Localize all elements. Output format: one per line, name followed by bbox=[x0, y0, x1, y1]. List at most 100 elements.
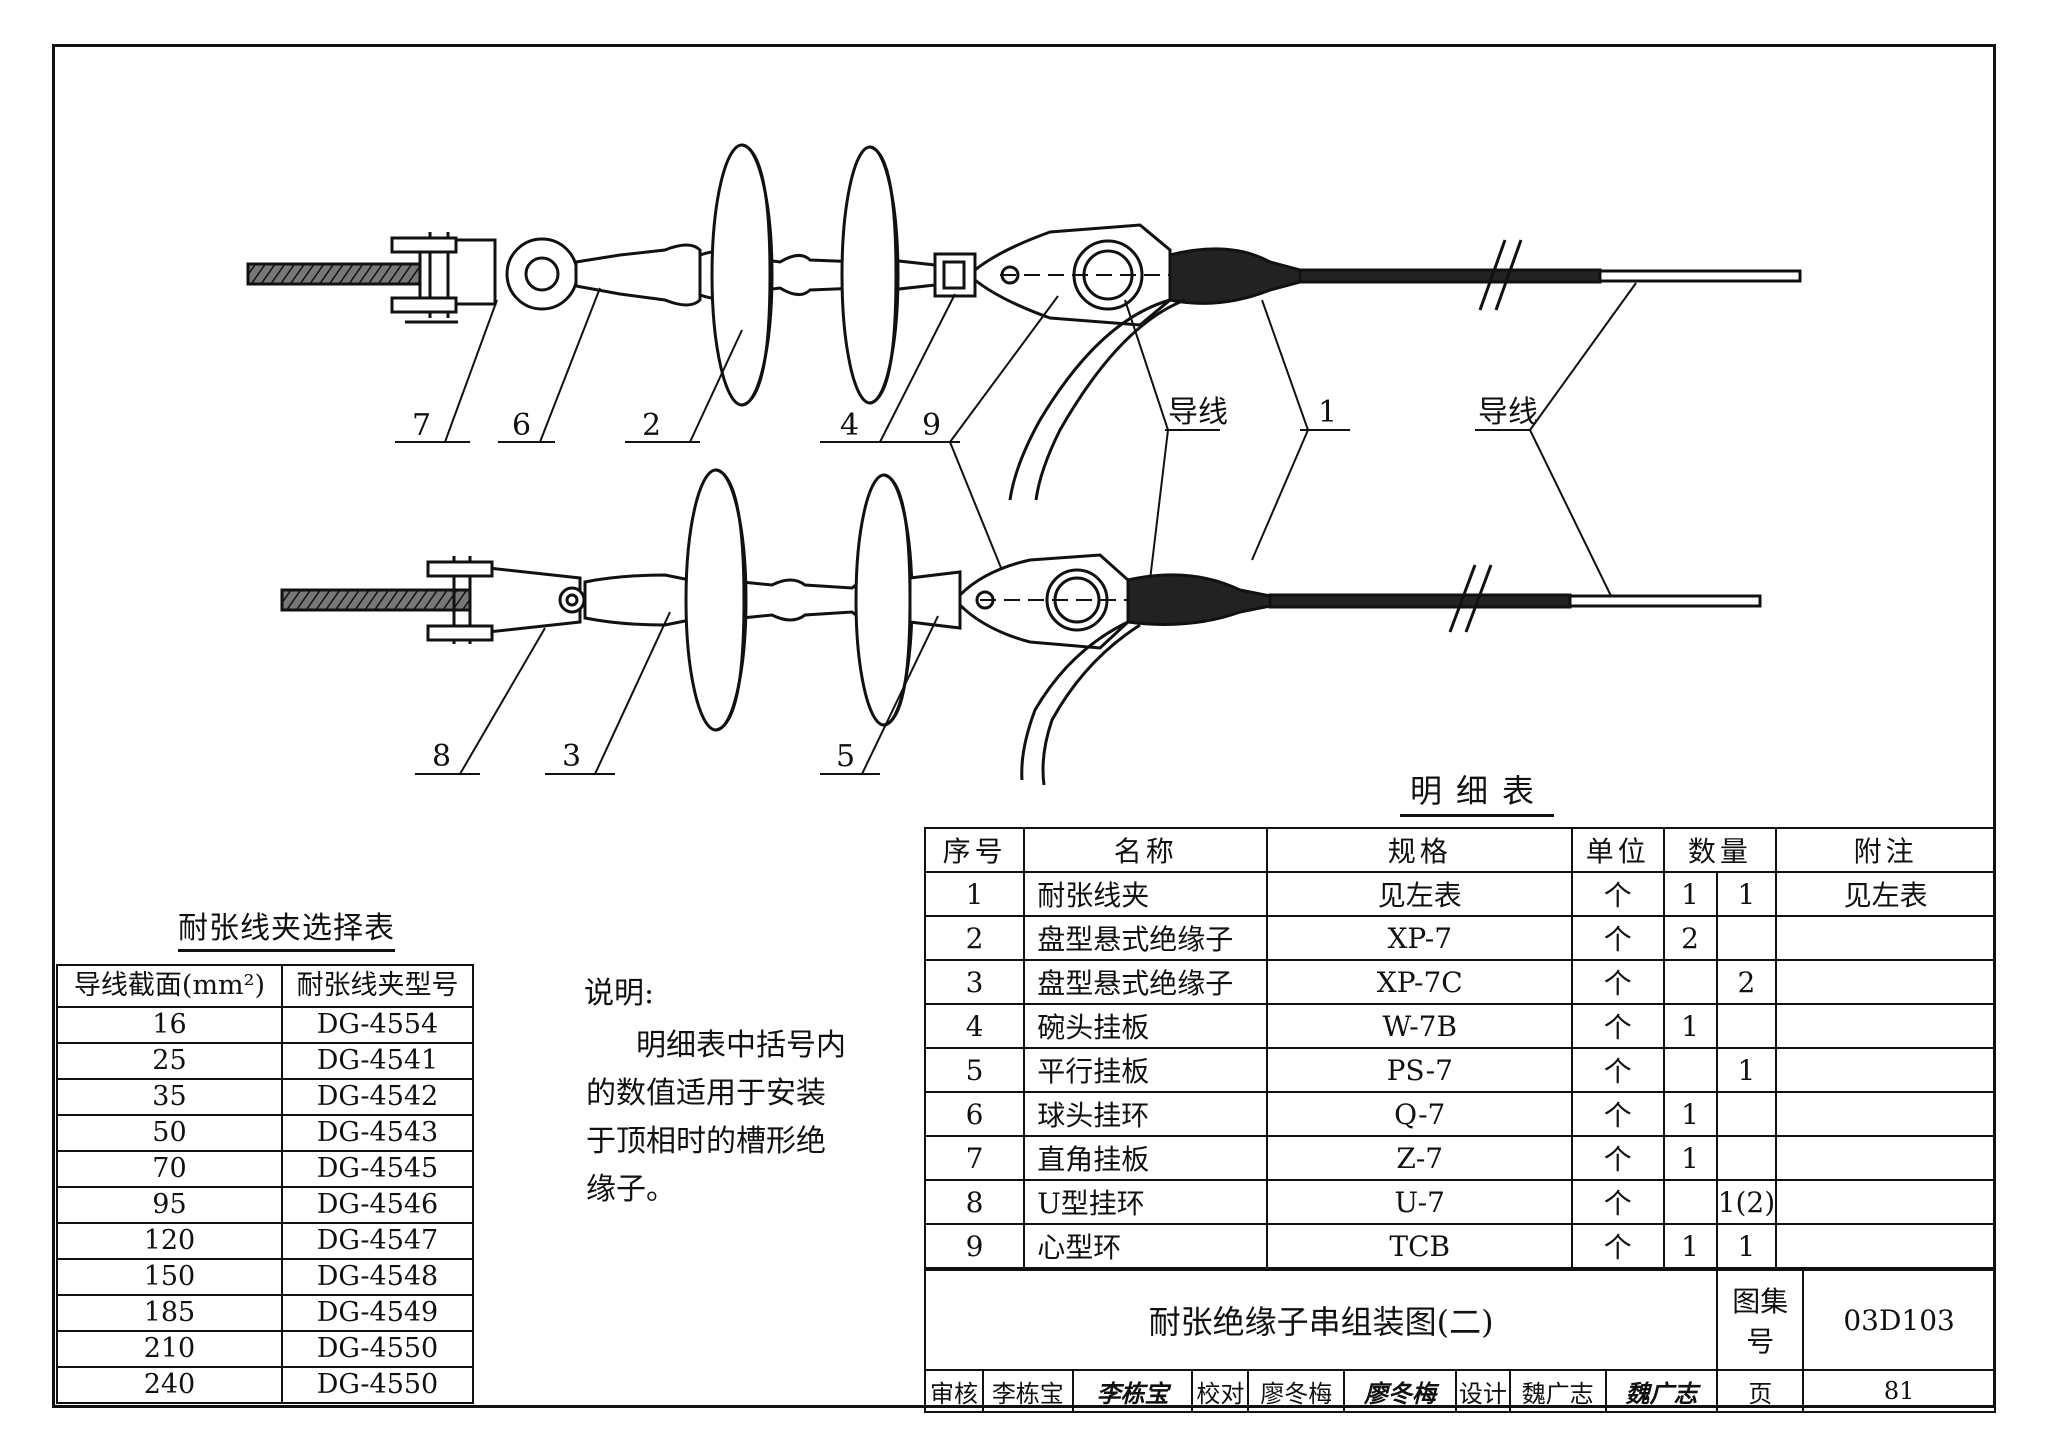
atlas-label: 图集号 bbox=[1716, 1269, 1805, 1371]
cell-qty-1 bbox=[1662, 959, 1718, 1005]
cell-spec: U-7 bbox=[1266, 1179, 1574, 1225]
cell-name: 耐张线夹 bbox=[1023, 871, 1269, 917]
bottom-parallel-plate bbox=[908, 570, 962, 630]
col-header-name: 名称 bbox=[1023, 827, 1269, 873]
table-header-row: 导线截面(mm²) 耐张线夹型号 bbox=[56, 964, 475, 1008]
reviewer-name: 李栋宝 bbox=[981, 1369, 1074, 1413]
cell-qty-1: 2 bbox=[1662, 915, 1718, 961]
cell-name: 盘型悬式绝缘子 bbox=[1023, 959, 1269, 1005]
top-insulator-string bbox=[246, 143, 1802, 501]
cell-unit: 个 bbox=[1571, 1003, 1665, 1049]
detail-table-title: 明细表 bbox=[1400, 766, 1555, 817]
cell: DG-4541 bbox=[280, 1042, 475, 1080]
cell-remark bbox=[1775, 1091, 1996, 1137]
col-header-qty: 数量 bbox=[1662, 827, 1778, 873]
cell-spec: Q-7 bbox=[1266, 1091, 1574, 1137]
checker-name: 廖冬梅 bbox=[1247, 1369, 1346, 1413]
label-part-5: 5 bbox=[836, 739, 855, 774]
atlas-number: 03D103 bbox=[1802, 1269, 1996, 1371]
cell-spec: 见左表 bbox=[1266, 871, 1574, 917]
cell: 35 bbox=[56, 1078, 283, 1116]
cell: DG-4549 bbox=[280, 1294, 475, 1332]
cell: 210 bbox=[56, 1330, 283, 1368]
label-part-9: 9 bbox=[922, 408, 941, 443]
cell-qty-2 bbox=[1715, 1091, 1778, 1137]
cell-no: 1 bbox=[923, 871, 1026, 917]
cell-name: 平行挂板 bbox=[1023, 1047, 1269, 1093]
cell-name: 直角挂板 bbox=[1023, 1135, 1269, 1181]
cell-remark bbox=[1775, 1135, 1996, 1181]
cell: 240 bbox=[56, 1366, 283, 1404]
design-label: 设计 bbox=[1454, 1369, 1511, 1413]
cell-spec: W-7B bbox=[1266, 1003, 1574, 1049]
label-part-8: 8 bbox=[432, 739, 451, 774]
table-header-row: 序号 名称 规格 单位 数量 附注 bbox=[923, 827, 1996, 873]
cell-spec: XP-7 bbox=[1266, 915, 1574, 961]
cell-remark bbox=[1775, 1047, 1996, 1093]
cell: DG-4543 bbox=[280, 1114, 475, 1152]
cell-no: 5 bbox=[923, 1047, 1026, 1093]
cell: 150 bbox=[56, 1258, 283, 1296]
bottom-anchor-rod bbox=[280, 588, 502, 612]
cell-no: 8 bbox=[923, 1179, 1026, 1225]
cell-remark bbox=[1775, 1223, 1996, 1269]
cell-qty-2: 1 bbox=[1715, 1047, 1778, 1093]
top-conductor bbox=[1298, 268, 1602, 284]
cell: 120 bbox=[56, 1222, 283, 1260]
page-label: 页 bbox=[1716, 1369, 1805, 1413]
cell: DG-4548 bbox=[280, 1258, 475, 1296]
cell: 50 bbox=[56, 1114, 283, 1152]
cell-name: 心型环 bbox=[1023, 1223, 1269, 1269]
col-header-unit: 单位 bbox=[1571, 827, 1665, 873]
top-tension-clamp bbox=[1168, 247, 1302, 305]
cell-no: 7 bbox=[923, 1135, 1026, 1181]
cell: DG-4546 bbox=[280, 1186, 475, 1224]
cell-no: 2 bbox=[923, 915, 1026, 961]
cell: DG-4550 bbox=[280, 1366, 475, 1404]
bottom-insulator-string bbox=[280, 468, 1762, 786]
cell-qty-1: 1 bbox=[1662, 1223, 1718, 1269]
reviewer-signature: 李栋宝 bbox=[1071, 1369, 1194, 1413]
designer-signature: 魏广志 bbox=[1604, 1369, 1719, 1413]
cell-spec: TCB bbox=[1266, 1223, 1574, 1269]
cell-unit: 个 bbox=[1571, 959, 1665, 1005]
cell-remark: 见左表 bbox=[1775, 871, 1996, 917]
cell-qty-2: 1(2) bbox=[1715, 1179, 1778, 1225]
label-conductor-left: 导线 bbox=[1168, 395, 1228, 430]
note-title: 说明: bbox=[584, 976, 655, 1011]
cell-no: 9 bbox=[923, 1223, 1026, 1269]
cell: DG-4542 bbox=[280, 1078, 475, 1116]
check-label: 校对 bbox=[1191, 1369, 1250, 1413]
cell-name: U型挂环 bbox=[1023, 1179, 1269, 1225]
cell-qty-1: 1 bbox=[1662, 871, 1718, 917]
bottom-leaders bbox=[415, 611, 939, 775]
cell-spec: Z-7 bbox=[1266, 1135, 1574, 1181]
drawing-title: 耐张绝缘子串组装图(二) bbox=[923, 1269, 1719, 1371]
cell-qty-1 bbox=[1662, 1047, 1718, 1093]
label-part-2: 2 bbox=[642, 408, 661, 443]
label-part-4: 4 bbox=[840, 408, 859, 443]
cell-no: 4 bbox=[923, 1003, 1026, 1049]
cell-qty-1: 1 bbox=[1662, 1003, 1718, 1049]
cell-qty-1: 1 bbox=[1662, 1135, 1718, 1181]
cell-unit: 个 bbox=[1571, 1223, 1665, 1269]
label-part-7: 7 bbox=[412, 408, 431, 443]
cell-qty-2 bbox=[1715, 1003, 1778, 1049]
